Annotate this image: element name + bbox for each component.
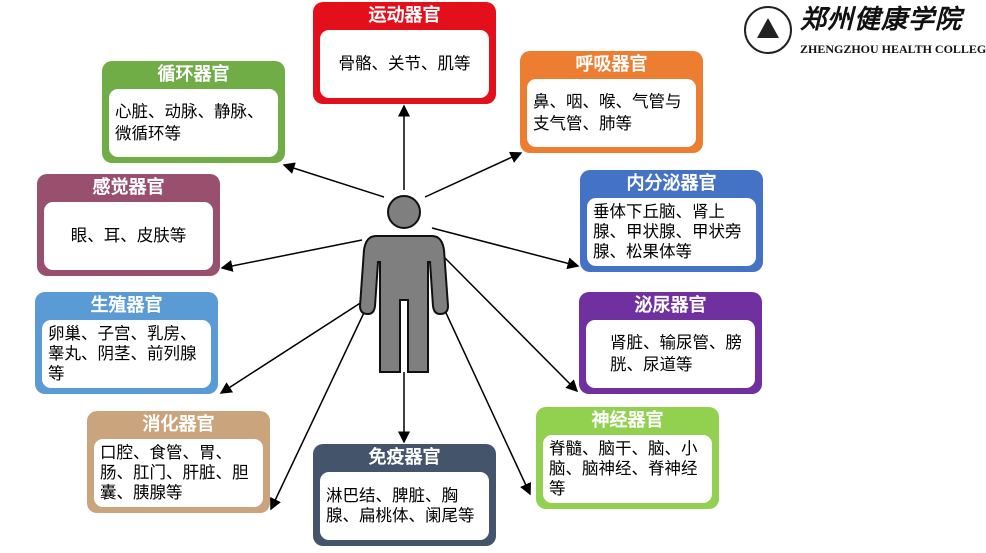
organ-title: 生殖器官 — [90, 295, 163, 316]
organ-text: 卵巢、子宫、乳房、睾丸、阴茎、前列腺等 — [48, 324, 197, 383]
organ-text: 脊髓、脑干、脑、小脑、脑神经、脊神经等 — [549, 439, 698, 498]
organ-title: 泌尿器官 — [634, 295, 707, 316]
organ-box-immune: 免疫器官 淋巴结、脾脏、胸腺、扁桃体、阑尾等 — [313, 444, 496, 546]
arrow-urinary — [441, 254, 579, 393]
arrow-sensory — [220, 239, 363, 272]
organ-text: 心脏、动脉、静脉、微循环等 — [115, 102, 264, 143]
organ-text: 肾脏、输尿管、膀胱、尿道等 — [610, 333, 742, 374]
organ-title: 内分泌器官 — [626, 173, 717, 194]
arrow-respiratory — [424, 151, 523, 198]
arrow-endocrine — [431, 227, 580, 270]
organ-box-urinary: 泌尿器官 肾脏、输尿管、膀胱、尿道等 — [579, 292, 762, 394]
organ-box-nervous: 神经器官 脊髓、脑干、脑、小脑、脑神经、脊神经等 — [536, 407, 719, 509]
arrow-nervous — [439, 299, 532, 496]
organ-title: 循环器官 — [157, 64, 230, 85]
organ-text: 鼻、咽、喉、气管与支气管、肺等 — [533, 92, 682, 133]
organ-box-reproductive: 生殖器官 卵巢、子宫、乳房、睾丸、阴茎、前列腺等 — [35, 292, 218, 394]
organ-box-circulatory: 循环器官 心脏、动脉、静脉、微循环等 — [102, 61, 285, 163]
organ-title: 免疫器官 — [368, 447, 441, 468]
human-figure-icon — [358, 195, 450, 373]
arrow-circulatory — [282, 162, 385, 198]
organ-text: 眼、耳、皮肤等 — [70, 226, 187, 245]
organ-title: 消化器官 — [142, 414, 215, 435]
organ-box-respiratory: 呼吸器官 鼻、咽、喉、气管与支气管、肺等 — [520, 51, 703, 153]
college-seal-icon — [744, 6, 792, 54]
organ-text: 骨骼、关节、肌等 — [338, 54, 471, 73]
organ-title: 神经器官 — [591, 410, 664, 431]
organ-title: 感觉器官 — [92, 177, 165, 198]
arrow-reproductive — [219, 299, 366, 394]
arrow-digestive — [270, 299, 371, 511]
organ-box-digestive: 消化器官 口腔、食管、胃、肠、肛门、肝脏、胆囊、胰腺等 — [87, 411, 270, 513]
organ-box-sensory: 感觉器官 眼、耳、皮肤等 — [37, 174, 220, 276]
organ-title: 运动器官 — [368, 5, 441, 26]
college-name-en: ZHENGZHOU HEALTH COLLEGE — [800, 42, 986, 56]
organ-text: 垂体下丘脑、肾上腺、甲状腺、甲状旁腺、松果体等 — [593, 202, 742, 261]
organ-text: 口腔、食管、胃、肠、肛门、肝脏、胆囊、胰腺等 — [100, 443, 249, 502]
organ-box-motor: 运动器官 骨骼、关节、肌等 — [313, 2, 496, 104]
organ-text: 淋巴结、脾脏、胸腺、扁桃体、阑尾等 — [326, 486, 475, 525]
college-name-cn: 郑州健康学院 — [800, 5, 963, 35]
college-logo: 郑州健康学院 ZHENGZHOU HEALTH COLLEGE — [742, 4, 986, 58]
organ-box-endocrine: 内分泌器官 垂体下丘脑、肾上腺、甲状腺、甲状旁腺、松果体等 — [580, 170, 763, 272]
organ-title: 呼吸器官 — [575, 54, 648, 75]
